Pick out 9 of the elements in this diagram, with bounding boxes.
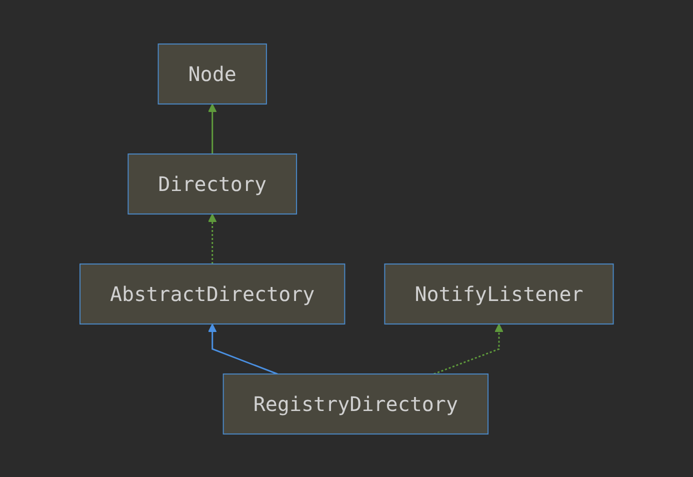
arrow — [208, 213, 217, 264]
node-box: RegistryDirectory — [222, 373, 488, 434]
node-box: Directory — [128, 153, 297, 214]
arrow — [208, 103, 217, 154]
node-box: NotifyListener — [384, 263, 614, 324]
arrow — [208, 323, 278, 374]
node-box: AbstractDirectory — [79, 263, 346, 324]
node-box: Node — [158, 43, 267, 104]
arrow — [433, 323, 504, 374]
